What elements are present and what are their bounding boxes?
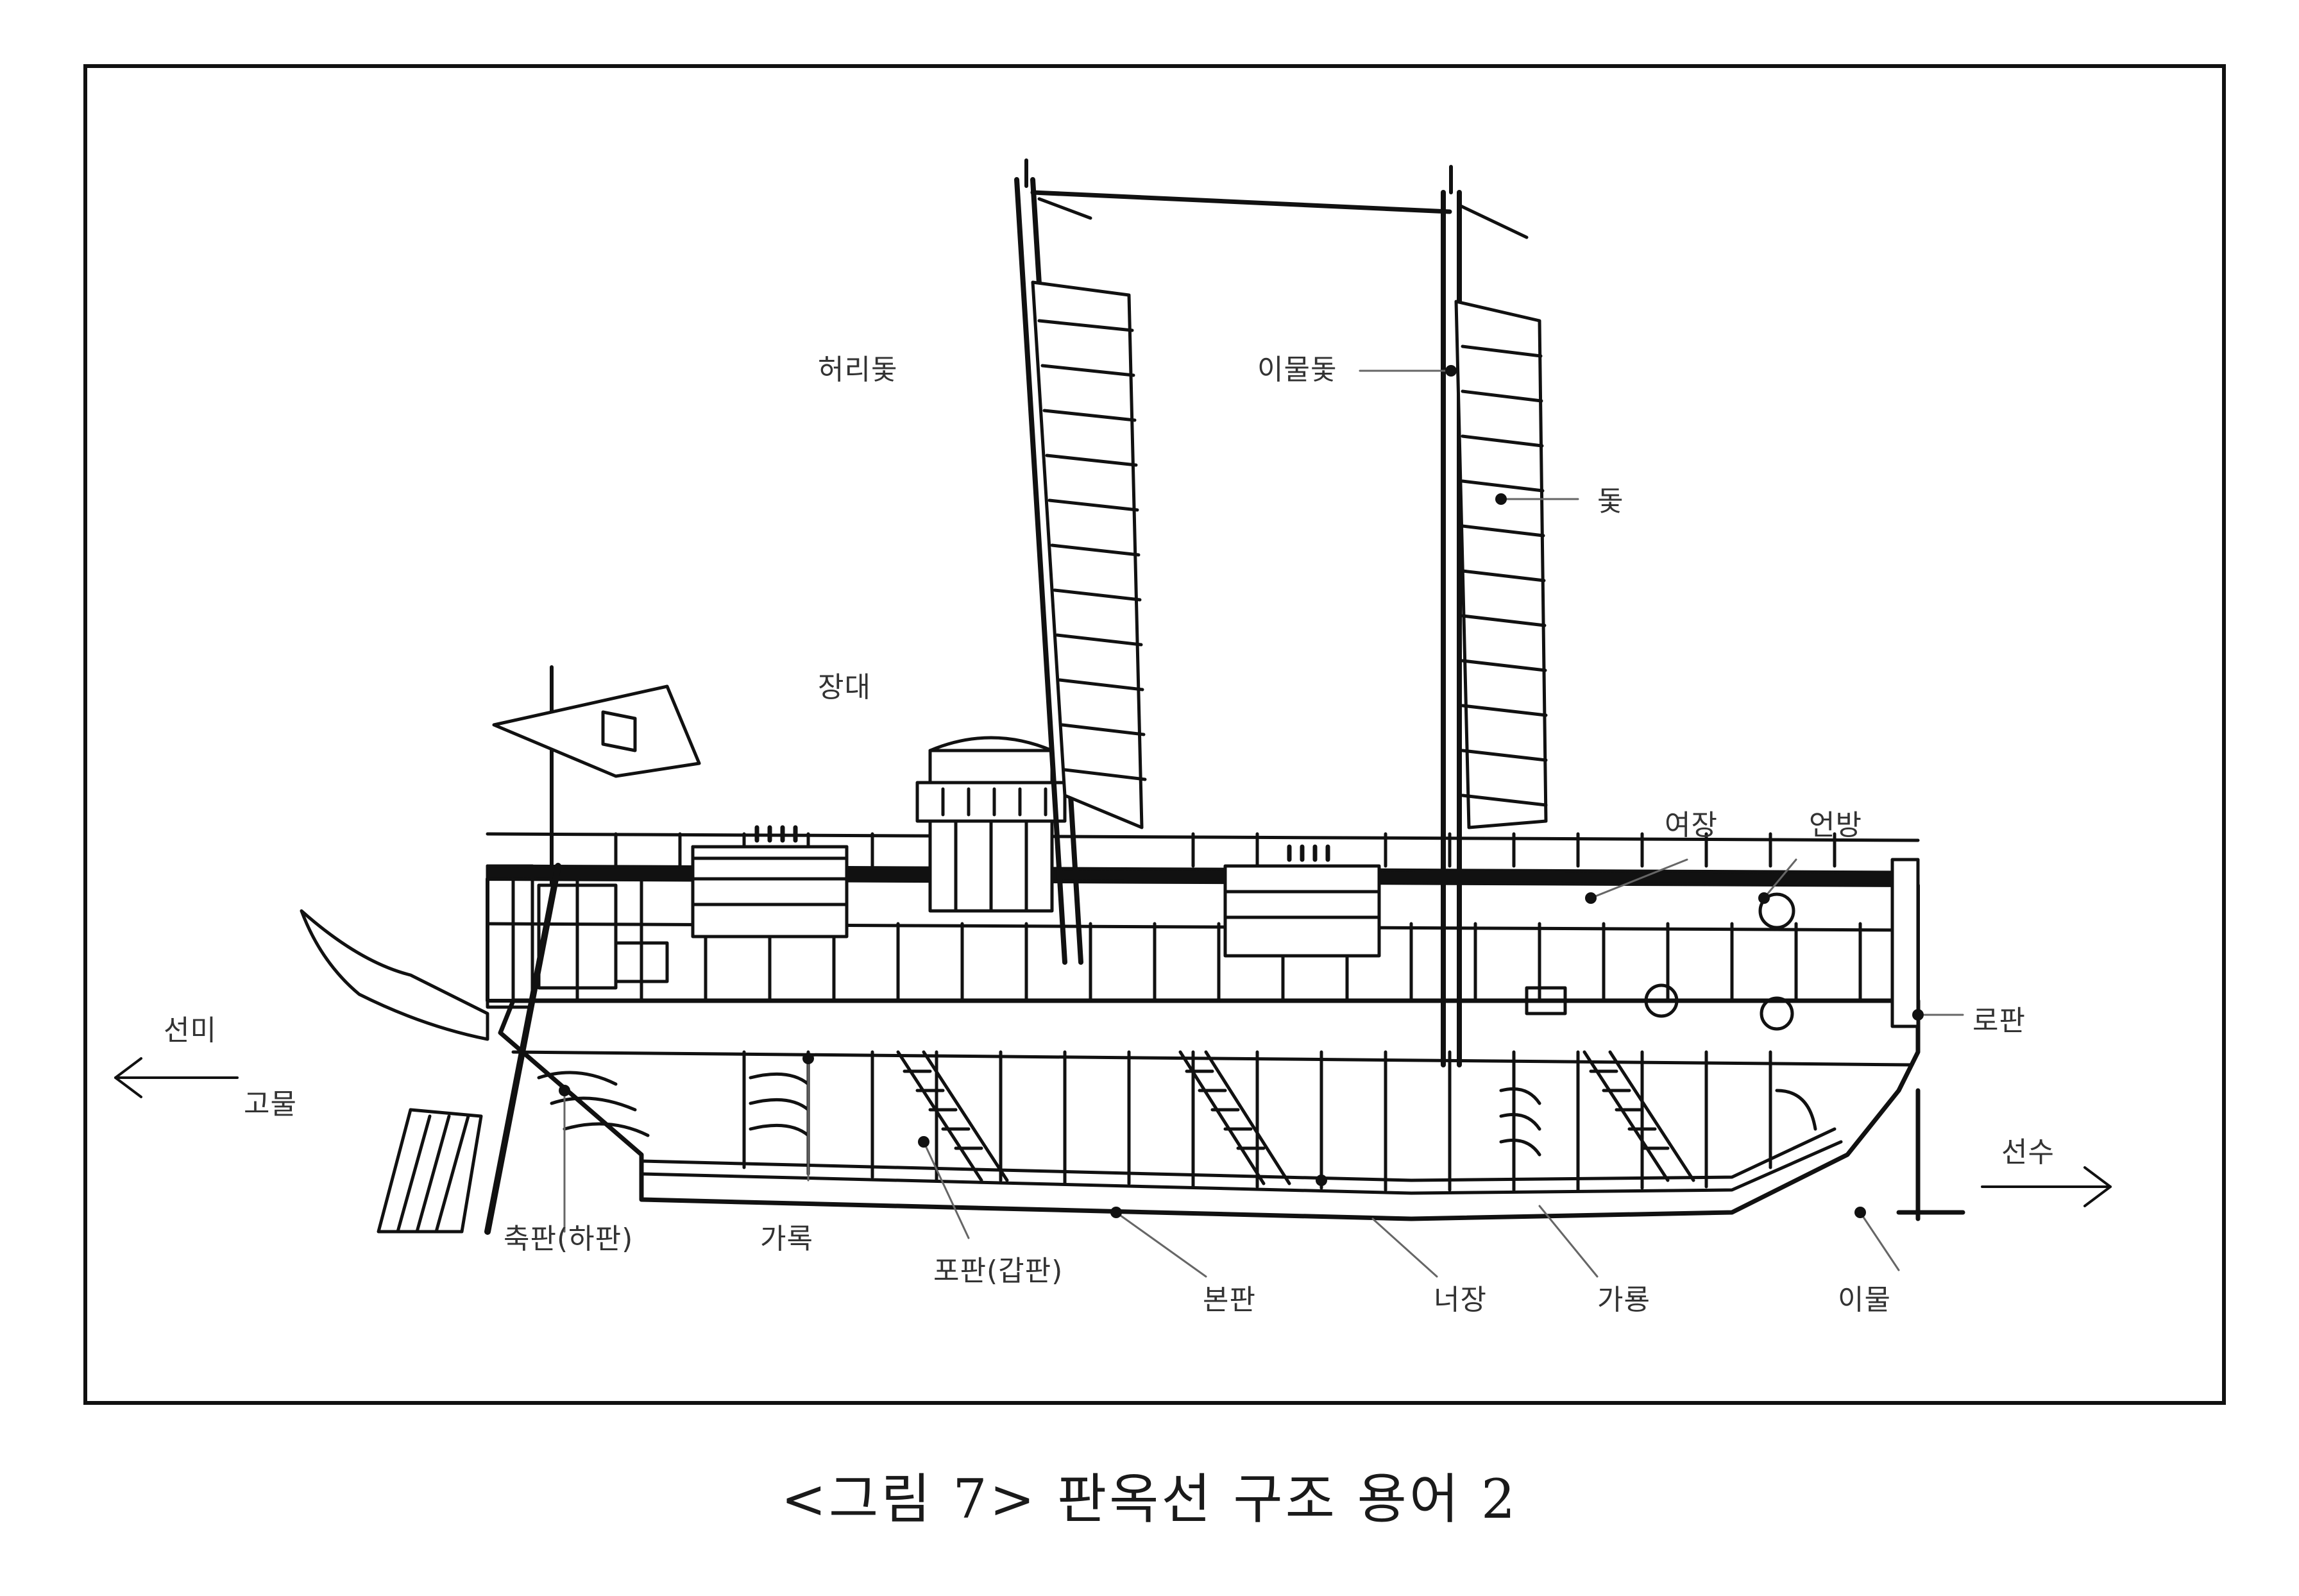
leader-dots xyxy=(559,365,1924,1218)
cabins xyxy=(691,825,1381,958)
figure-caption: <그림 7> 판옥선 구조 용어 2 xyxy=(781,1468,1518,1531)
label-yeojang: 여장 xyxy=(1665,809,1718,842)
label-seonsu: 선수 xyxy=(2001,1136,2055,1169)
label-ropan: 로판 xyxy=(1972,1005,2026,1037)
label-garok: 가록 xyxy=(760,1223,813,1255)
label-dot: 돛 xyxy=(1597,485,1624,518)
label-bonpan: 본판 xyxy=(1203,1284,1256,1316)
label-eonbang: 언방 xyxy=(1809,809,1862,842)
command-tower xyxy=(915,736,1067,913)
leader-lines xyxy=(563,369,1964,1278)
label-jangdae: 장대 xyxy=(818,671,871,704)
direction-arrows xyxy=(114,1057,2112,1207)
label-imul: 이물 xyxy=(1838,1284,1891,1316)
label-gareung: 가룡 xyxy=(1597,1284,1650,1316)
bow xyxy=(1890,858,1965,1221)
stern-rigging xyxy=(300,665,701,1235)
hull xyxy=(498,998,1921,1221)
label-popan: 포판(갑판) xyxy=(933,1255,1064,1287)
label-chukpan: 축판(하판) xyxy=(504,1223,634,1255)
label-seonmi: 선미 xyxy=(164,1014,217,1047)
label-imuldot: 이물돛 xyxy=(1257,353,1337,386)
label-neojang: 너장 xyxy=(1434,1284,1487,1316)
label-heoritdot: 허리돛 xyxy=(818,353,898,386)
sails xyxy=(1031,280,1548,829)
label-gomul: 고물 xyxy=(244,1088,297,1121)
